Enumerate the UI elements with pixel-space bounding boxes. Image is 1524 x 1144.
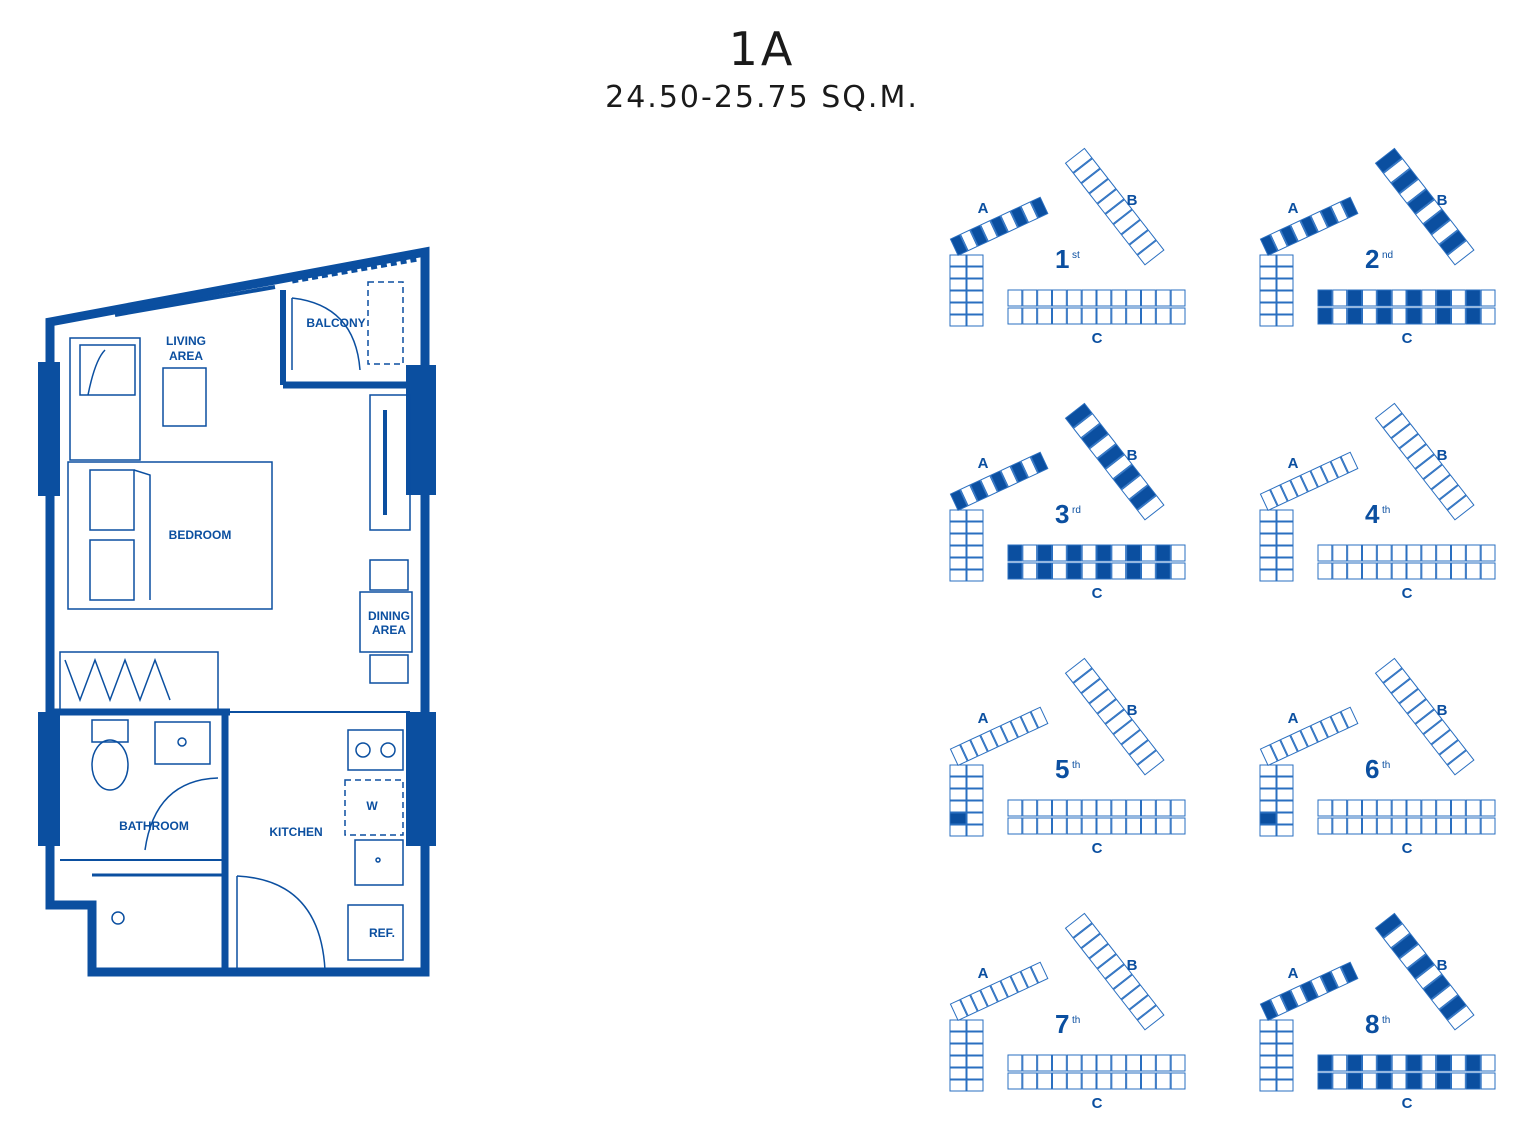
building-a-letter: A	[978, 200, 989, 217]
floor-number: 4	[1365, 499, 1380, 529]
building-c-letter: C	[1092, 330, 1103, 347]
floor-number: 7	[1055, 1009, 1069, 1039]
building-a-letter: A	[1288, 965, 1299, 982]
floor-suffix: th	[1382, 1015, 1390, 1026]
floor-number: 5	[1055, 754, 1069, 784]
floor-suffix: th	[1072, 1015, 1080, 1026]
building-b-letter: B	[1437, 957, 1448, 974]
floor-number: 1	[1055, 244, 1069, 274]
building-c-letter: C	[1092, 840, 1103, 857]
label-dining-1: DINING	[368, 609, 410, 623]
label-bathroom: BATHROOM	[119, 819, 189, 833]
floor-number: 2	[1365, 244, 1379, 274]
label-fridge: REF.	[369, 926, 395, 940]
floor-suffix: st	[1072, 250, 1080, 261]
building-c-letter: C	[1402, 585, 1413, 602]
unit-area: 24.50-25.75 SQ.M.	[605, 80, 919, 115]
floor-suffix: th	[1382, 760, 1390, 771]
label-living-2: AREA	[169, 349, 203, 363]
column-right-top	[406, 365, 436, 495]
building-c-letter: C	[1092, 1095, 1103, 1112]
building-a-letter: A	[978, 710, 989, 727]
exterior-wall	[45, 246, 430, 977]
label-dining-2: AREA	[372, 623, 406, 637]
building-b-letter: B	[1437, 702, 1448, 719]
floor-number: 8	[1365, 1009, 1379, 1039]
label-kitchen: KITCHEN	[269, 825, 322, 839]
building-a-letter: A	[1288, 710, 1299, 727]
building-b-letter: B	[1437, 447, 1448, 464]
building-a-letter: A	[1288, 200, 1299, 217]
building-c-letter: C	[1092, 585, 1103, 602]
building-b-letter: B	[1127, 192, 1138, 209]
building-a-letter: A	[978, 455, 989, 472]
floor-number: 6	[1365, 754, 1379, 784]
building-c-letter: C	[1402, 840, 1413, 857]
label-balcony: BALCONY	[306, 316, 365, 330]
label-bedroom: BEDROOM	[169, 528, 232, 542]
floor-number: 3	[1055, 499, 1069, 529]
building-b-letter: B	[1127, 702, 1138, 719]
building-c-letter: C	[1402, 330, 1413, 347]
column-left-bottom	[38, 712, 60, 846]
building-b-letter: B	[1127, 957, 1138, 974]
label-washer: W	[366, 799, 378, 813]
floor-suffix: nd	[1382, 250, 1393, 261]
floor-suffix: th	[1072, 760, 1080, 771]
building-b-letter: B	[1127, 447, 1138, 464]
floor-suffix: rd	[1072, 505, 1081, 516]
building-a-letter: A	[1288, 455, 1299, 472]
label-living-1: LIVING	[166, 334, 206, 348]
unit-title: 1A	[728, 22, 796, 76]
column-left-top	[38, 362, 60, 496]
building-b-letter: B	[1437, 192, 1448, 209]
building-c-letter: C	[1402, 1095, 1413, 1112]
floor-suffix: th	[1382, 505, 1390, 516]
building-a-letter: A	[978, 965, 989, 982]
column-right-bottom	[406, 712, 436, 846]
